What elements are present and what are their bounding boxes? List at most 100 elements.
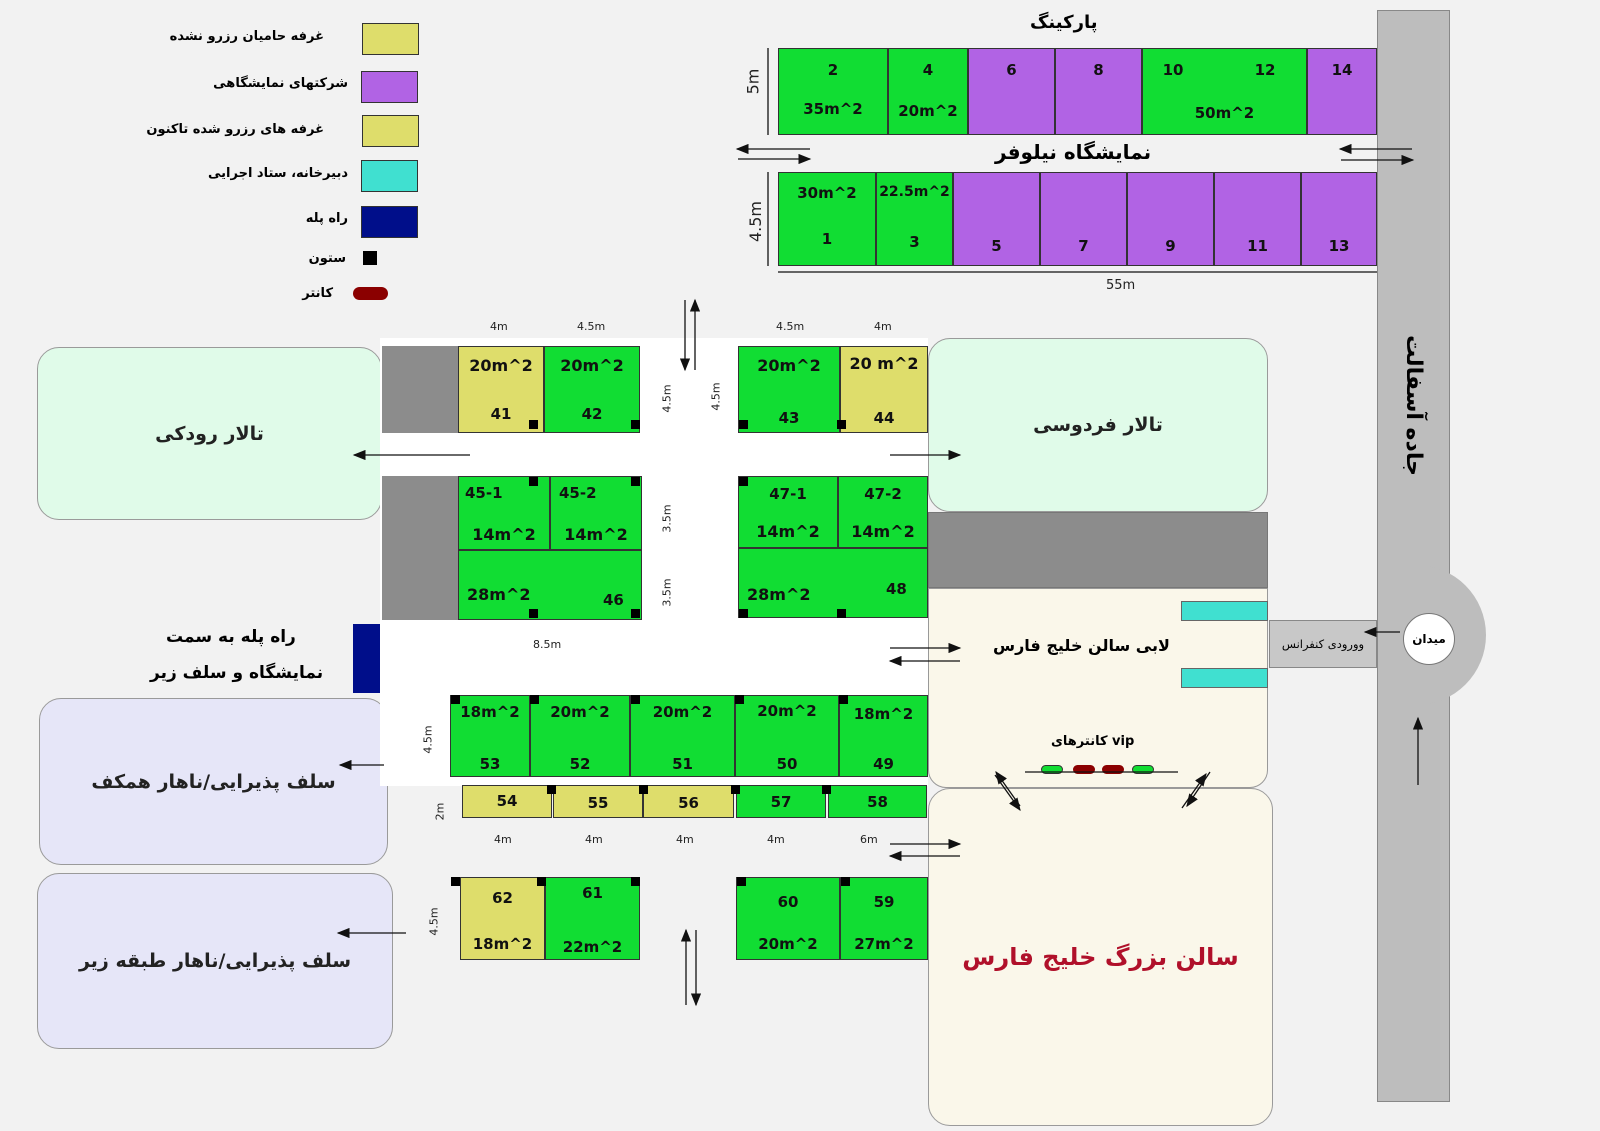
- column: [547, 785, 556, 794]
- booth-2: 2 35m^2: [778, 48, 888, 135]
- booth-51: 20m^2 51: [630, 695, 735, 777]
- column: [631, 695, 640, 704]
- booth-50: 20m^2 50: [735, 695, 839, 777]
- counter-green-2: [1132, 765, 1154, 774]
- legend-label-unreserved-sponsor: غرفه حامیان رزرو نشده: [169, 29, 324, 44]
- legend-label-column: ستون: [308, 251, 346, 266]
- booth-number: 44: [873, 409, 895, 427]
- booth-area: 20m^2: [757, 702, 817, 720]
- dim-label: 4.5m: [776, 320, 805, 333]
- legend-label-reserved: غرفه های رزرو شده تاکنون: [146, 122, 324, 137]
- legend-label-exhibitors: شرکتهای نمایشگاهی: [213, 76, 348, 91]
- booth-8: 8: [1055, 48, 1142, 135]
- booth-number: 51: [672, 755, 693, 773]
- dim-label: 4m: [767, 833, 785, 846]
- booth-60: 60 20m^2: [736, 877, 840, 960]
- booth-number: 43: [778, 409, 800, 427]
- booth-number: 60: [777, 893, 799, 911]
- legend-label-counter: کانتر: [302, 286, 333, 301]
- legend-swatch-column: [363, 251, 377, 265]
- dim-label: 8.5m: [533, 638, 562, 651]
- legend-swatch-unreserved: [362, 23, 419, 55]
- booth-47-2: 47-2 14m^2: [838, 476, 928, 548]
- booth-area: 28m^2: [467, 585, 531, 604]
- secretariat-block-2: [1181, 668, 1268, 688]
- booth-area: 20m^2: [550, 703, 610, 721]
- booth-number: 48: [886, 580, 907, 598]
- booth-number: 50: [776, 755, 798, 773]
- lobby-area: [928, 588, 1268, 788]
- food-hall-same-floor: سلف پذیرایی/ناهار همکف: [39, 698, 388, 865]
- column: [739, 477, 748, 486]
- booth-area: 22m^2: [562, 938, 623, 956]
- booth-5: 5: [953, 172, 1040, 266]
- booth-area: 18m^2: [460, 703, 520, 721]
- booth-number: 8: [1093, 61, 1104, 79]
- dim-label: 4m: [874, 320, 892, 333]
- booth-13: 13: [1301, 172, 1377, 266]
- dim-label: 6m: [860, 833, 878, 846]
- dim-55m: 55m: [1106, 278, 1136, 293]
- lobby-label: لابی سالن خلیج فارس: [993, 636, 1170, 655]
- booth-area: 20m^2: [560, 356, 624, 375]
- legend-swatch-reserved: [362, 115, 419, 147]
- booth-number: 11: [1247, 237, 1268, 255]
- booth-number-12: 12: [1254, 61, 1276, 79]
- booth-area: 22.5m^2: [879, 184, 950, 200]
- booth-area: 20m^2: [652, 703, 713, 721]
- column: [731, 785, 740, 794]
- vip-counters-label: کانترهای vip: [1051, 734, 1135, 749]
- booth-61: 61 22m^2: [545, 877, 640, 960]
- booth-54: 54: [462, 785, 552, 818]
- booth-number: 62: [492, 889, 513, 907]
- roudaki-hall: تالار رودکی: [37, 347, 382, 520]
- booth-53: 18m^2 53: [450, 695, 530, 777]
- booth-number: 14: [1331, 61, 1353, 79]
- dim-label: 4m: [490, 320, 508, 333]
- column: [737, 877, 746, 886]
- booth-area: 20m^2: [898, 102, 958, 120]
- column: [530, 695, 539, 704]
- gray-block-2: [382, 476, 458, 620]
- booth-area: 20 m^2: [849, 354, 919, 373]
- booth-area: 35m^2: [803, 100, 863, 118]
- niloufar-corridor-label: نمایشگاه نیلوفر: [995, 140, 1152, 164]
- booth-area: 27m^2: [854, 935, 914, 953]
- booth-number: 13: [1328, 237, 1350, 255]
- booth-number: 47-2: [864, 485, 902, 503]
- stairs-label-line2: نمایشگاه و سلف زیر: [150, 663, 324, 683]
- column: [631, 609, 640, 618]
- booth-4: 4 20m^2: [888, 48, 968, 135]
- column: [451, 695, 460, 704]
- secretariat-block-1: [1181, 601, 1268, 621]
- booth-number: 41: [490, 405, 512, 423]
- asphalt-road: [1377, 10, 1450, 1102]
- column: [841, 877, 850, 886]
- big-persian-gulf-hall: سالن بزرگ خلیج فارس: [928, 788, 1273, 1126]
- column: [529, 420, 538, 429]
- booth-45-1: 45-1 14m^2: [458, 476, 550, 550]
- column: [837, 609, 846, 618]
- column: [451, 877, 460, 886]
- booth-area: 14m^2: [851, 522, 915, 541]
- legend-label-stairs: راه پله: [305, 211, 348, 226]
- column: [739, 609, 748, 618]
- booth-number: 47-1: [769, 485, 807, 503]
- booth-number: 49: [873, 755, 894, 773]
- column: [839, 695, 848, 704]
- square-label: میدان: [1403, 613, 1455, 665]
- booth-1: 30m^2 1: [778, 172, 876, 266]
- booth-number: 56: [678, 794, 699, 812]
- booth-number: 5: [991, 237, 1002, 255]
- booth-number: 54: [496, 792, 518, 810]
- counter-red-1: [1073, 765, 1095, 774]
- booth-area: 20m^2: [757, 356, 821, 375]
- counter-green-1: [1041, 765, 1063, 774]
- column: [529, 609, 538, 618]
- booth-6: 6: [968, 48, 1055, 135]
- booth-number: 58: [867, 793, 888, 811]
- booth-number: 9: [1165, 237, 1176, 255]
- booth-44: 20 m^2 44: [840, 346, 928, 433]
- booth-number: 42: [581, 405, 603, 423]
